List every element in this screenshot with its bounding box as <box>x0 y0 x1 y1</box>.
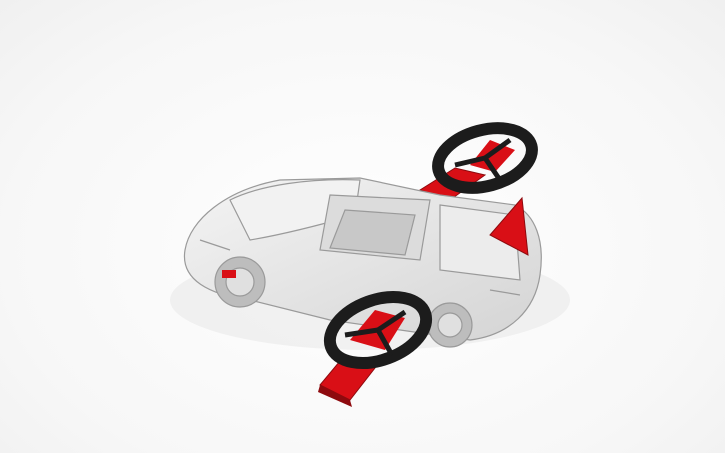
red-wing-front-edge <box>318 385 352 407</box>
red-light <box>222 270 236 278</box>
rear-rotor-wheel <box>432 122 538 194</box>
red-fin <box>489 196 529 256</box>
car-body <box>183 177 542 348</box>
front-rotor-wheel <box>323 291 433 369</box>
